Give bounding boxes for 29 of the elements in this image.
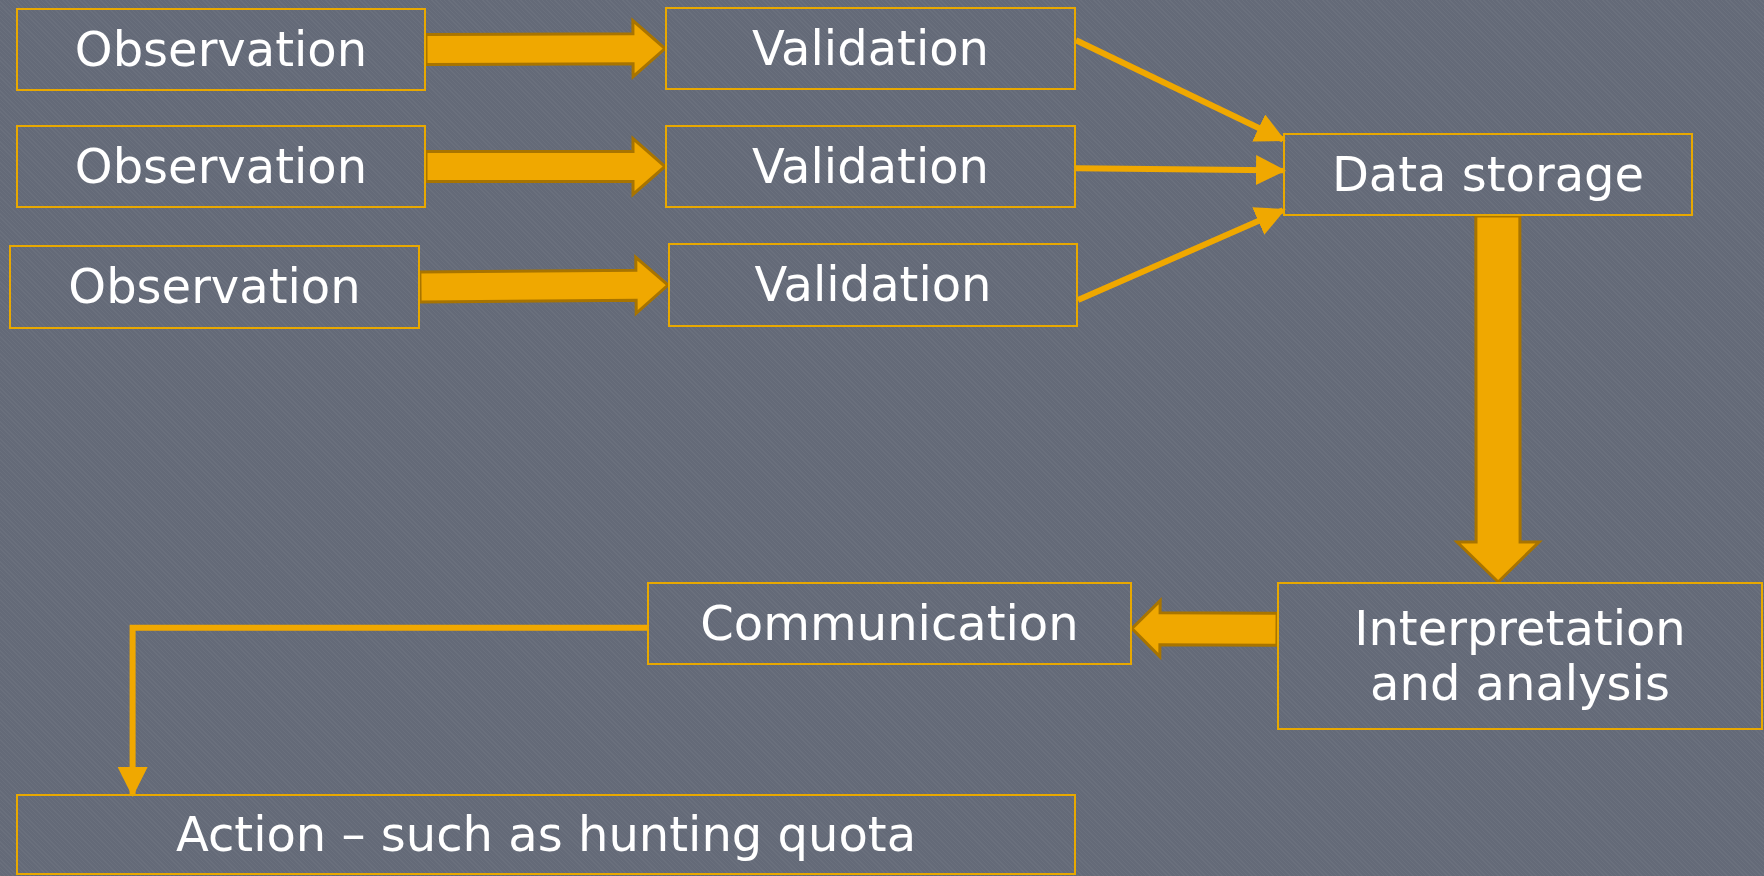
box-label: Validation <box>754 257 992 313</box>
box-label: Observation <box>74 138 368 195</box>
box-label: Validation <box>752 20 989 77</box>
process-box <box>9 245 420 329</box>
box-label: Communication <box>700 595 1079 652</box>
arrow <box>1076 207 1286 303</box>
box-label: Observation <box>74 21 368 78</box>
process-box <box>16 125 426 208</box>
block-arrow <box>1129 597 1279 661</box>
process-box <box>665 125 1076 208</box>
box-label: Interpretation and analysis <box>1353 600 1687 712</box>
arrow <box>1074 37 1286 143</box>
process-box <box>668 243 1078 327</box>
box-label: Action – such as hunting quota <box>175 806 917 863</box>
block-arrow <box>418 253 671 317</box>
process-box <box>16 8 426 91</box>
process-box <box>665 7 1076 90</box>
arrow <box>117 624 647 797</box>
block-arrow <box>1453 214 1543 585</box>
box-label: Observation <box>68 259 361 315</box>
process-box <box>16 794 1076 875</box>
box-label: Validation <box>752 138 989 195</box>
block-arrow <box>424 135 668 198</box>
process-box <box>1283 133 1693 216</box>
box-label: Data storage <box>1331 146 1645 203</box>
arrow <box>1075 155 1286 186</box>
process-box <box>1277 582 1763 730</box>
process-box <box>647 582 1132 665</box>
block-arrow <box>424 17 668 80</box>
